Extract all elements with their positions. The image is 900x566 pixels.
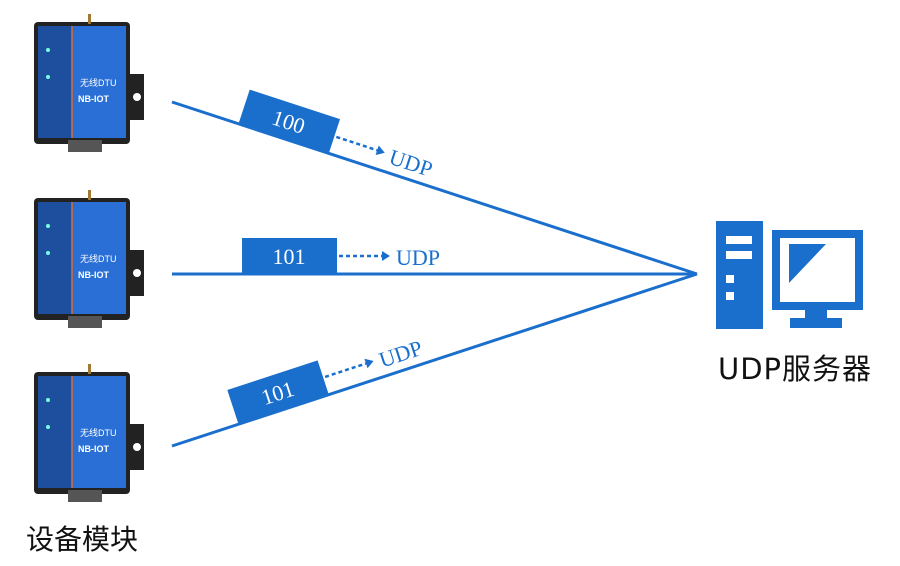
packet-box (227, 360, 329, 425)
nb-iot-dtu-device: 无线DTU NB-IOT (33, 363, 145, 503)
connection-line (171, 272, 698, 448)
udp-packet: 101 UDP (242, 238, 440, 274)
connection-line (171, 100, 698, 276)
computer-server-icon (716, 221, 863, 329)
packet-box (238, 89, 341, 154)
arrow-head-icon (375, 145, 385, 156)
device-module-label: 设备模块 (26, 523, 139, 556)
device-name: 无线DTU (80, 253, 117, 264)
protocol-label: UDP (396, 245, 440, 270)
nb-iot-dtu-device: 无线DTU NB-IOT (33, 189, 145, 329)
packet-box (242, 238, 337, 274)
device-name: 无线DTU (80, 77, 117, 88)
arrow-head-icon (364, 358, 374, 369)
device-model: NB-IOT (78, 444, 109, 454)
nb-iot-dtu-device: 无线DTU NB-IOT (33, 13, 145, 153)
arrow-head-icon (382, 251, 390, 261)
dashed-arrow (324, 362, 367, 379)
device-name: 无线DTU (80, 427, 117, 438)
device-model: NB-IOT (78, 94, 109, 104)
dashed-arrow (335, 135, 378, 152)
packet-value: 101 (273, 244, 306, 269)
device-model: NB-IOT (78, 270, 109, 280)
server-label: UDP服务器 (718, 352, 873, 386)
